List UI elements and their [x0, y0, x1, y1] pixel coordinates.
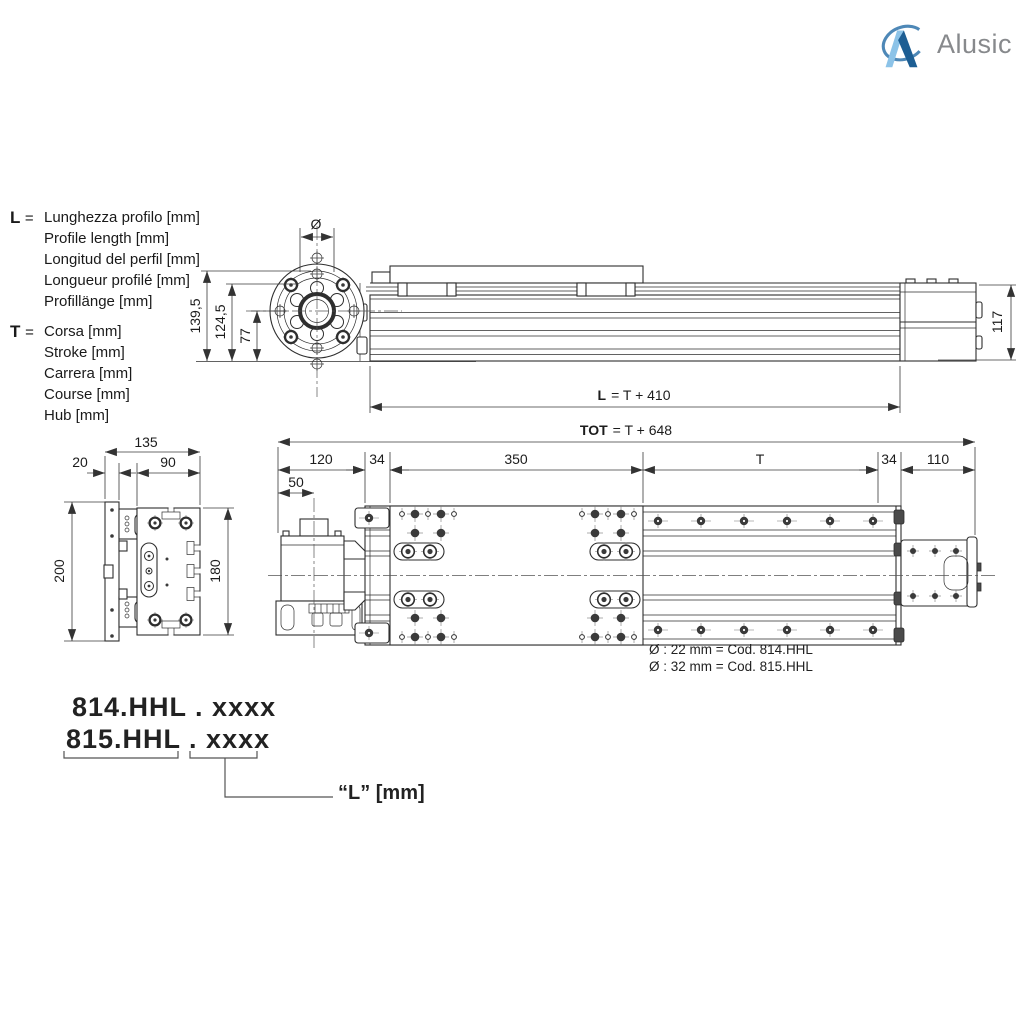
- legend-line: Lunghezza profilo [mm]: [44, 209, 200, 226]
- brand-logo: Alusic: [872, 16, 1012, 72]
- dim-heights-left: 139,5 124,5 77: [187, 270, 476, 362]
- dim-117-label: 117: [989, 311, 1005, 334]
- legend-line: Profillänge [mm]: [44, 293, 153, 310]
- dim-length-label: L= T + 410: [598, 387, 671, 403]
- legend-T: T = Corsa [mm] Stroke [mm] Carrera [mm] …: [10, 321, 200, 426]
- legend-L-symbol: L: [10, 208, 21, 227]
- legend-line: Carrera [mm]: [44, 365, 133, 382]
- dim-120-label: 120: [309, 451, 333, 467]
- legend: L = Lunghezza profilo [mm] Profile lengt…: [10, 207, 200, 426]
- dim-117: 117: [938, 284, 1016, 361]
- dim-50-label: 50: [288, 474, 304, 490]
- dim-20-label: 20: [72, 454, 88, 470]
- legend-line: Corsa [mm]: [44, 323, 122, 340]
- dim-diameter-label: Ø: [311, 216, 322, 232]
- section-view: 135 20 90 200 180: [51, 434, 234, 642]
- dim-90-label: 90: [160, 454, 176, 470]
- dim-124-label: 124,5: [212, 304, 228, 339]
- order-code-815: 815.HHL . xxxx: [66, 724, 271, 754]
- side-view: Ø 139,5 124,5 77 117: [187, 216, 1016, 413]
- section-profile: [136, 507, 201, 636]
- dim-110-label: 110: [927, 451, 950, 467]
- alusic-logo-icon: [881, 24, 927, 68]
- legend-T-symbol: T: [10, 322, 21, 341]
- equals-sign: =: [24, 210, 34, 227]
- legend-L: L = Lunghezza profilo [mm] Profile lengt…: [10, 207, 200, 312]
- legend-line: Course [mm]: [44, 386, 130, 403]
- dim-chain: 120 34 350 T 34 110 50: [278, 451, 975, 537]
- brand-name: Alusic: [936, 28, 1012, 59]
- drive-head-plan: [275, 507, 390, 644]
- profile-body-side: [369, 294, 901, 362]
- dim-length: L= T + 410: [369, 366, 901, 413]
- code-note-22mm: Ø : 22 mm = Cod. 814.HHL: [649, 642, 813, 657]
- legend-line: Stroke [mm]: [44, 344, 125, 361]
- end-block-plan: [900, 536, 982, 608]
- legend-line: Longitud del perfil [mm]: [44, 251, 200, 268]
- code-note-32mm: Ø : 32 mm = Cod. 815.HHL: [649, 659, 813, 674]
- end-cap-side: [899, 278, 983, 362]
- dim-34-left-label: 34: [369, 451, 385, 467]
- ordering-leader: [63, 751, 333, 798]
- dim-135-label: 135: [134, 434, 158, 450]
- legend-line: Profile length [mm]: [44, 230, 170, 247]
- dim-139-label: 139,5: [187, 298, 203, 333]
- dim-200-label: 200: [51, 559, 67, 583]
- order-code-814: 814.HHL . xxxx: [72, 692, 277, 722]
- gear-housing: [280, 535, 345, 602]
- dim-diameter: Ø: [299, 216, 335, 272]
- dim-total: TOT= T + 648: [277, 422, 976, 535]
- dim-77-label: 77: [237, 328, 253, 344]
- legend-line: Longueur profilé [mm]: [44, 272, 190, 289]
- legend-line: Hub [mm]: [44, 407, 110, 424]
- dim-T-label: T: [756, 451, 765, 467]
- dim-350-label: 350: [504, 451, 528, 467]
- dim-180-label: 180: [207, 559, 223, 583]
- section-dims: 135 20 90 200 180: [51, 434, 234, 642]
- top-view: TOT= T + 648 120 34 350 T: [268, 422, 998, 648]
- carriage-side: [371, 265, 644, 297]
- dim-34-right-label: 34: [881, 451, 897, 467]
- equals-sign: =: [25, 324, 34, 341]
- diameter-code-notes: Ø : 22 mm = Cod. 814.HHL Ø : 32 mm = Cod…: [649, 641, 813, 675]
- length-placeholder-label: “L” [mm]: [338, 782, 425, 804]
- dim-total-label: TOT= T + 648: [580, 422, 672, 438]
- section-plate: [103, 501, 120, 642]
